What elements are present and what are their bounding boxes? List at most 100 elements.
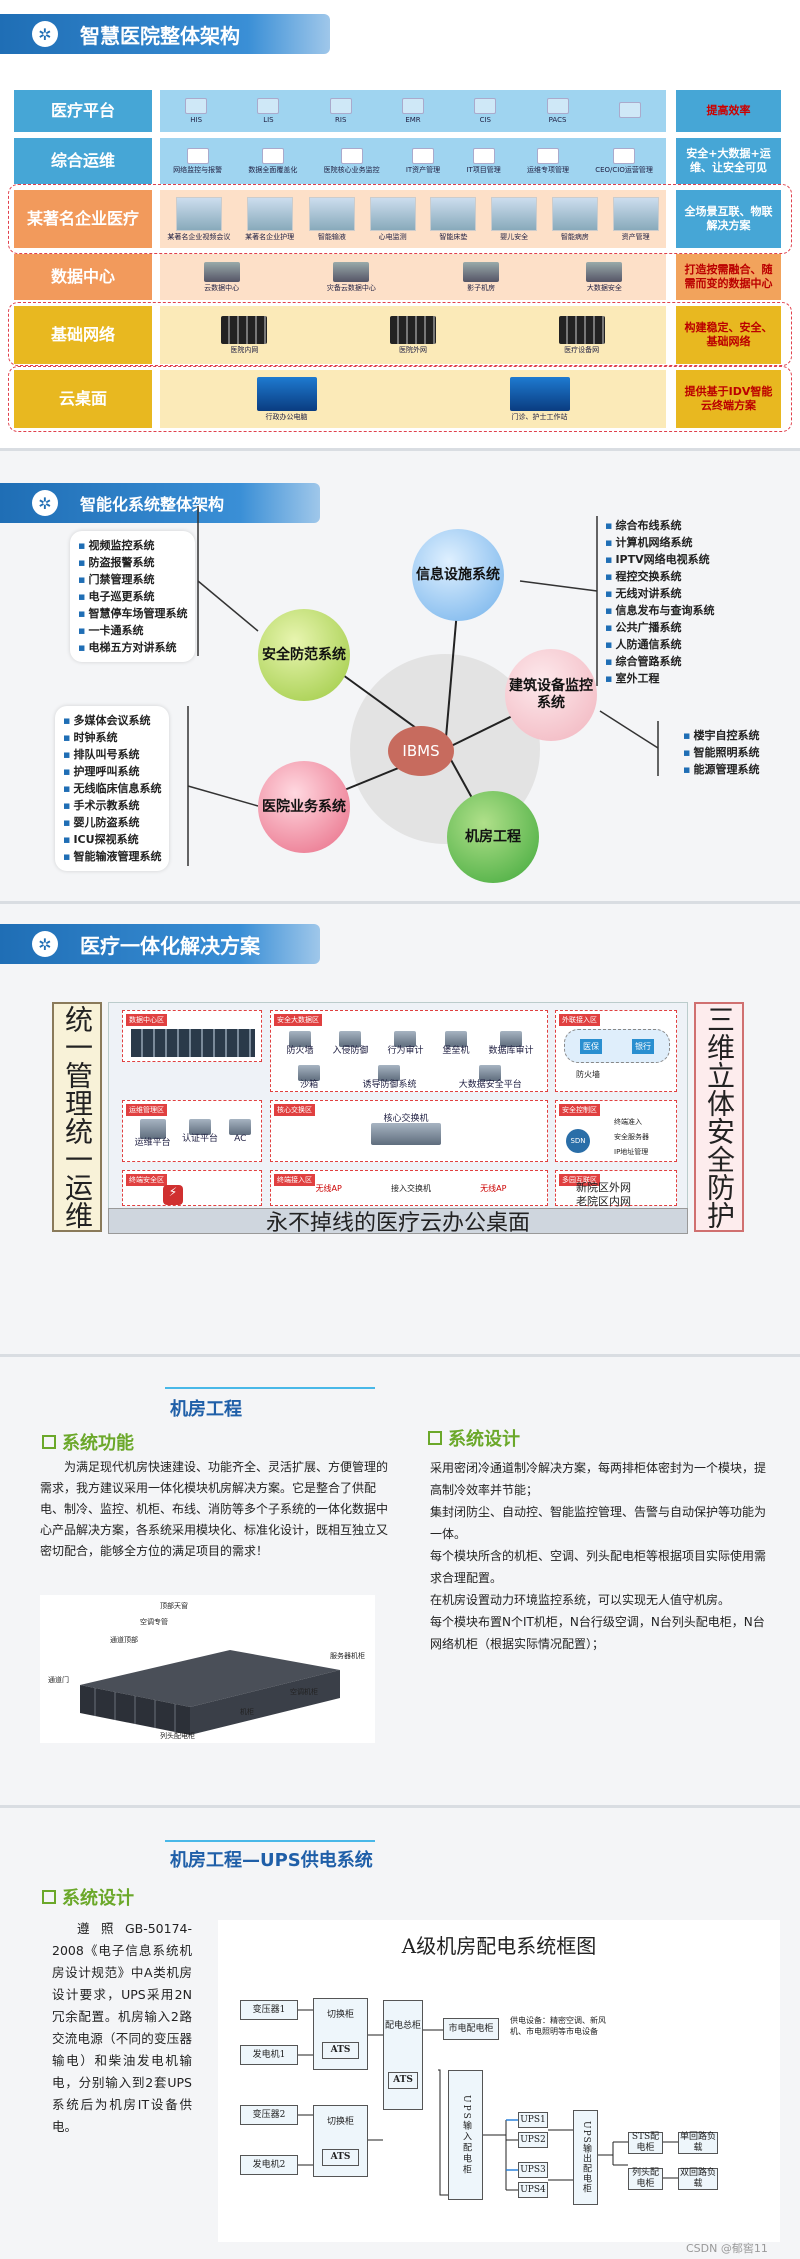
slide-title-bar: ✲ 智慧医院整体架构 bbox=[0, 14, 330, 54]
layer-label: 数据中心 bbox=[14, 254, 152, 300]
layer-item: 某著名企业视频会议 bbox=[167, 197, 230, 241]
system-item: 智能照明系统 bbox=[683, 744, 759, 761]
ups-text: 遵照GB-50174-2008《电子信息系统机房设计规范》中A类机房设计要求，U… bbox=[52, 1921, 192, 2134]
system-item: 无线临床信息系统 bbox=[63, 780, 161, 797]
node-security: 安全防范系统 bbox=[258, 609, 350, 701]
slide-machine-room: 机房工程 系统功能 系统设计 为满足现代机房快速建设、功能齐全、灵活扩展、方便管… bbox=[0, 1357, 800, 1805]
system-item: 室外工程 bbox=[605, 670, 714, 687]
layer-item: 行政办公电脑 bbox=[256, 377, 317, 421]
slide-intelligent-architecture: ✲ 智能化系统整体架构 IBMS 安全防范系统 信息设施系统 建筑设备监控系统 … bbox=[0, 451, 800, 901]
system-item: 电梯五方对讲系统 bbox=[78, 639, 187, 656]
system-item: 防盗报警系统 bbox=[78, 554, 187, 571]
logo-icon: ✲ bbox=[32, 931, 58, 957]
layer-label: 综合运维 bbox=[14, 138, 152, 184]
design-line: 集封闭防尘、自动控、智能监控管理、告警与自动保护等功能为一体。 bbox=[430, 1505, 767, 1541]
layer-item: IT项目管理 bbox=[466, 148, 501, 174]
design-line: 每个模块布置N个IT机柜，N台行级空调，N台列头配电柜，N台网络机柜（根据实际情… bbox=[430, 1615, 765, 1651]
zone-core: 核心交换区 核心交换机 bbox=[270, 1100, 548, 1162]
layer-content: 云数据中心 灾备云数据中心 影子机房 大数据安全 bbox=[160, 254, 666, 300]
right-banner: 三维立体安全防护 bbox=[694, 1002, 744, 1232]
layer-content: 网络监控与报警数据全面覆盖化 医院核心业务监控 IT资产管理 IT项目管理运维专项管理… bbox=[160, 138, 666, 184]
layer-item: 资产管理 bbox=[612, 197, 659, 241]
logo-icon: ✲ bbox=[32, 490, 58, 516]
zone-ext: 外联接入区 医保 银行 防火墙 bbox=[555, 1010, 677, 1092]
section-design: 系统设计 bbox=[428, 1425, 520, 1451]
node-room: 机房工程 bbox=[447, 791, 539, 883]
building-list: 楼宇自控系统智能照明系统能源管理系统 bbox=[675, 721, 767, 784]
watermark: CSDN @郁窖11 bbox=[686, 2242, 768, 2255]
layer-benefit: 提高效率 bbox=[676, 90, 781, 132]
layer-item: 婴儿安全 bbox=[491, 197, 538, 241]
system-item: 人防通信系统 bbox=[605, 636, 714, 653]
design-text: 采用密闭冷通道制冷解决方案，每两排柜体密封为一个模块，提高制冷效率并节能；集封闭… bbox=[430, 1457, 770, 1655]
layer-item: IT资产管理 bbox=[406, 148, 440, 174]
layer-item: 智能输液 bbox=[308, 197, 355, 241]
layer-item bbox=[618, 102, 641, 120]
system-item: 计算机网络系统 bbox=[605, 534, 714, 551]
slide-title-bar: ✲ 医疗一体化解决方案 bbox=[0, 924, 320, 964]
slide-title: 智慧医院整体架构 bbox=[80, 23, 240, 48]
security-list: 视频监控系统防盗报警系统门禁管理系统电子巡更系统智慧停车场管理系统一卡通系统电梯… bbox=[70, 531, 196, 662]
layer-benefit: 构建稳定、安全、基础网络 bbox=[676, 306, 781, 364]
zone-term: 终端安全区 ⚡ bbox=[122, 1170, 262, 1206]
system-item: 楼宇自控系统 bbox=[683, 727, 759, 744]
node-info: 信息设施系统 bbox=[412, 529, 504, 621]
slide-title: 医疗一体化解决方案 bbox=[80, 933, 260, 958]
layer-item: 智能病房 bbox=[551, 197, 598, 241]
design-line: 在机房设置动力环境监控系统，可以实现无人值守机房。 bbox=[430, 1593, 731, 1607]
shield-icon: ⚡ bbox=[163, 1185, 183, 1205]
layer-item: 灾备云数据中心 bbox=[327, 262, 376, 292]
layer-item: 数据全面覆盖化 bbox=[248, 148, 297, 174]
layer-benefit: 打造按需融合、随需而变的数据中心 bbox=[676, 254, 781, 300]
system-item: 综合布线系统 bbox=[605, 517, 714, 534]
layer-item: 医疗设备网 bbox=[558, 316, 605, 354]
system-item: 能源管理系统 bbox=[683, 761, 759, 778]
system-item: 公共广播系统 bbox=[605, 619, 714, 636]
layer-benefit: 提供基于IDV智能云终端方案 bbox=[676, 370, 781, 428]
slide-integrated-solution: ✲ 医疗一体化解决方案 统一管理统一运维 三维立体安全防护 永不掉线的医疗云办公… bbox=[0, 904, 800, 1354]
zone-ops: 运维管理区 运维平台 认证平台 AC bbox=[122, 1100, 262, 1162]
layer-item: 某著名企业护理 bbox=[245, 197, 294, 241]
system-item: 手术示教系统 bbox=[63, 797, 161, 814]
system-item: 排队叫号系统 bbox=[63, 746, 161, 763]
layer-item: 医院内网 bbox=[221, 316, 268, 354]
layer-item: 影子机房 bbox=[463, 262, 500, 292]
zone-bigdata: 安全大数据区 防火墙 入侵防御 行为审计 堡垒机 数据库审计 沙箱 诱导防御系统… bbox=[270, 1010, 548, 1092]
layer-label: 基础网络 bbox=[14, 306, 152, 364]
layer-label: 医疗平台 bbox=[14, 90, 152, 132]
layer-item: LIS bbox=[257, 98, 280, 124]
layer-item: 医院外网 bbox=[389, 316, 436, 354]
layer-item: 网络监控与报警 bbox=[173, 148, 222, 174]
bottom-banner: 永不掉线的医疗云办公桌面 bbox=[108, 1208, 688, 1236]
system-item: 电子巡更系统 bbox=[78, 588, 187, 605]
system-item: 智慧停车场管理系统 bbox=[78, 605, 187, 622]
layer-item: 医院核心业务监控 bbox=[324, 148, 380, 174]
zone-multi: 多园互联区 新院区外网 老院区内网 bbox=[555, 1170, 677, 1208]
layer-content: 行政办公电脑 门诊、护士工作站 bbox=[160, 370, 666, 428]
medical-list: 多媒体会议系统时钟系统排队叫号系统护理呼叫系统无线临床信息系统手术示教系统婴儿防… bbox=[55, 706, 170, 871]
layer-item: RIS bbox=[329, 98, 352, 124]
layer-item: EMR bbox=[401, 98, 424, 124]
system-item: 时钟系统 bbox=[63, 729, 161, 746]
layer-item: 云数据中心 bbox=[203, 262, 240, 292]
system-item: 无线对讲系统 bbox=[605, 585, 714, 602]
system-item: IPTV网络电视系统 bbox=[605, 551, 714, 568]
layer-label: 某著名企业医疗 bbox=[14, 190, 152, 248]
system-item: 智能输液管理系统 bbox=[63, 848, 161, 865]
slide-title: 机房工程—UPS供电系统 bbox=[170, 1850, 373, 1871]
ibms-center: IBMS bbox=[388, 726, 454, 776]
layer-item: 大数据安全 bbox=[586, 262, 623, 292]
layer-content: 医院内网 医院外网 医疗设备网 bbox=[160, 306, 666, 364]
layer-label: 云桌面 bbox=[14, 370, 152, 428]
zone-dc: 数据中心区 bbox=[122, 1010, 262, 1062]
design-line: 每个模块所含的机柜、空调、列头配电柜等根据项目实际使用需求合理配置。 bbox=[430, 1549, 767, 1585]
slide-ups: 机房工程—UPS供电系统 系统设计 遵照GB-50174-2008《电子信息系统… bbox=[0, 1808, 800, 2259]
layer-item: 门诊、护士工作站 bbox=[509, 377, 570, 421]
system-item: ICU探视系统 bbox=[63, 831, 161, 848]
system-item: 一卡通系统 bbox=[78, 622, 187, 639]
layer-item: 运维专项管理 bbox=[527, 148, 569, 174]
